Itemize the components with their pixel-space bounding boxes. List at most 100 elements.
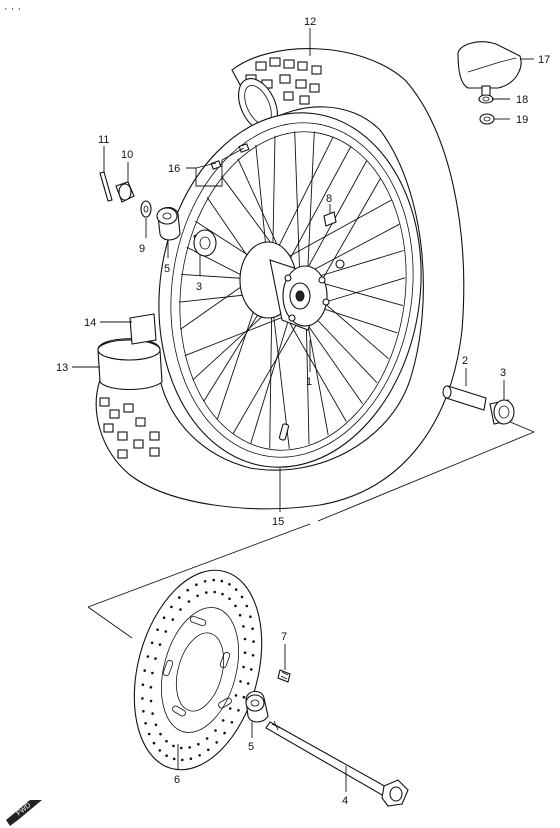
disc-hole [143, 669, 146, 672]
disc-hole [207, 748, 210, 752]
washer-18 [478, 94, 494, 104]
rim-band [129, 313, 157, 345]
cotter-pin [99, 171, 113, 202]
disc-holes [141, 578, 255, 762]
disc-hole [158, 643, 162, 646]
disc-hole [228, 597, 231, 601]
brake-disc [133, 569, 263, 771]
disc-hole [186, 588, 189, 592]
inner-tube-section [97, 338, 163, 390]
disc-hole [214, 729, 217, 732]
callout-17: 17 [538, 54, 550, 66]
disc-hole [156, 628, 159, 631]
callout-15: 15 [272, 516, 284, 528]
disc-hole [165, 754, 168, 757]
disc-hole [223, 731, 226, 735]
callout-labels: 12 17 18 19 11 10 16 9 5 3 8 14 13 1 2 3… [56, 16, 550, 807]
callout-18: 18 [516, 94, 528, 106]
disc-hole [187, 600, 191, 603]
disc-hole [234, 604, 237, 608]
disc-hole [151, 671, 154, 675]
disc-hole [228, 583, 231, 586]
axle [265, 720, 409, 807]
disc-hole [221, 719, 225, 722]
disc-hole [242, 625, 245, 628]
disc-hole [251, 654, 255, 657]
disc-hole [239, 680, 242, 683]
disc-hole [252, 640, 255, 643]
disc-hole [195, 583, 198, 586]
callout-7: 7 [281, 631, 287, 643]
spoke [232, 307, 307, 434]
disc-hole [178, 596, 181, 599]
nut-19 [479, 113, 495, 125]
fwd-direction-badge: FWD [6, 800, 42, 826]
disc-hole [149, 699, 153, 703]
disc-hole [250, 668, 253, 671]
disc-hole [151, 712, 154, 715]
disc-hole [179, 608, 182, 611]
disc-hole [180, 746, 183, 750]
disc-hole [154, 723, 158, 727]
disc-hole [149, 686, 153, 689]
disc-hole [165, 739, 168, 743]
disc-hole [181, 758, 184, 762]
disc-hole [158, 749, 162, 752]
disc-hole [234, 694, 238, 697]
disc-hole [212, 578, 215, 582]
callout-3-left: 3 [196, 281, 202, 293]
disc-hole [172, 744, 175, 748]
disc-hole [228, 707, 232, 710]
callout-12: 12 [304, 16, 316, 28]
disc-hole [243, 651, 247, 654]
disc-hole [234, 588, 238, 591]
callout-5-upper: 5 [164, 263, 170, 275]
disc-hole [159, 732, 162, 736]
disc-hole [251, 627, 254, 630]
disc-hole [141, 697, 144, 700]
disc-hole [170, 605, 173, 609]
disc-hole [237, 709, 240, 712]
callout-3-right: 3 [500, 367, 506, 379]
disc-hole [205, 591, 208, 594]
callout-5-lower: 5 [248, 741, 254, 753]
disc-hole [213, 590, 216, 594]
disc-hole [147, 732, 151, 736]
collar-upper [156, 206, 181, 241]
disc-hole [152, 741, 156, 745]
rim-lock [278, 423, 290, 441]
disc-hole [144, 722, 147, 725]
callout-9: 9 [139, 243, 145, 255]
disc-hole [162, 616, 166, 619]
leader-lines [72, 28, 534, 792]
disc-hole [171, 618, 175, 621]
assembly-outline [87, 420, 535, 639]
tire-tread-bottom [99, 397, 160, 459]
disc-hole [205, 737, 209, 740]
collar-lower [245, 690, 269, 723]
callout-16: 16 [168, 163, 180, 175]
disc-hole [242, 665, 245, 669]
disc-hole [164, 630, 168, 633]
callout-10: 10 [121, 149, 133, 161]
washer [140, 200, 152, 218]
callout-6: 6 [174, 774, 180, 786]
disc-hole [172, 757, 176, 761]
callout-13: 13 [56, 362, 68, 374]
spoke [305, 307, 310, 445]
header-marks: · · · [4, 3, 21, 15]
disc-hole [230, 721, 234, 724]
bearing-left [193, 229, 217, 257]
castle-nut [115, 181, 135, 203]
disc-hole [203, 580, 207, 583]
disc-hole [243, 637, 247, 641]
spoke-nipples [210, 143, 250, 170]
disc-hole [242, 695, 246, 699]
disc-hole [141, 683, 145, 686]
rim-lock-17 [457, 41, 522, 97]
callout-19: 19 [516, 114, 528, 126]
spacer-2 [442, 385, 487, 411]
disc-hole [238, 613, 242, 617]
hub-nut-8 [323, 211, 337, 227]
